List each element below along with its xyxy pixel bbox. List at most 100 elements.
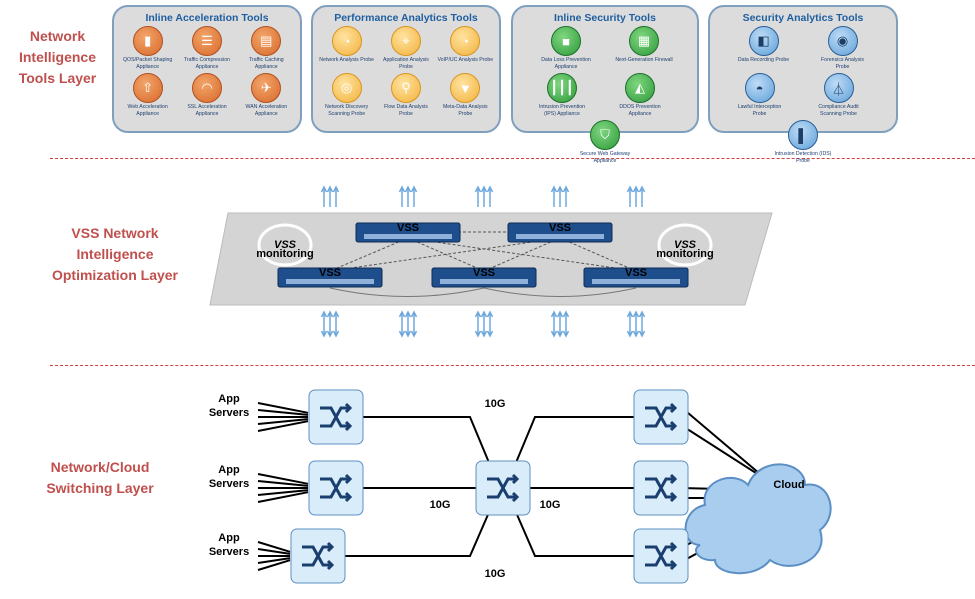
bidirectional-arrow-icon — [320, 310, 328, 338]
up-arrow-icon — [480, 185, 488, 207]
vss-logo: VSS — [674, 239, 697, 251]
app-servers-line: Servers — [209, 478, 249, 490]
toolbox-inline-security-tools: Inline Security Tools ■Data Loss Preventi… — [511, 5, 699, 164]
server-link — [257, 473, 309, 485]
tool-label: WAN Acceleration Appliance — [245, 104, 288, 117]
switch-icon — [290, 528, 346, 584]
tool-item: ◔Network Analysis Probe — [318, 26, 376, 71]
switch-icon — [308, 389, 364, 445]
up-arrow-icon — [626, 185, 634, 207]
cache-icon: ▤ — [251, 26, 282, 56]
switch-icon — [475, 460, 531, 516]
tool-item: ◠SSL Acceleration Appliance — [178, 73, 236, 118]
up-arrow-icon — [638, 185, 646, 207]
appliance-label: VSS — [319, 267, 341, 279]
bidirectional-arrow-icon — [626, 310, 634, 338]
server-link — [257, 559, 291, 571]
tool-label: Data Loss Prevention Appliance — [541, 57, 591, 70]
cloud-icon — [684, 463, 832, 575]
tool-label: Traffic Compression Appliance — [183, 57, 231, 70]
toolbox-performance-analytics-tools: Performance Analytics Tools◔Network Anal… — [311, 5, 501, 133]
tool-label: Network Analysis Probe — [319, 57, 375, 63]
dashed-link — [483, 237, 561, 272]
up-arrow-icon — [486, 185, 494, 207]
switch-icon — [308, 460, 364, 516]
magnifier-icon: ⚲ — [390, 73, 421, 103]
appliance-label: VSS — [397, 222, 419, 234]
vss-logo-sub: monitoring — [256, 248, 313, 260]
tool-item: ▼Meta-Data Analysis Probe — [436, 73, 494, 118]
tool-label: Forensics Analysis Probe — [821, 57, 864, 70]
server-link — [257, 489, 309, 496]
cloud-link — [680, 406, 761, 475]
toolbox-title: Security Analytics Tools — [742, 12, 864, 24]
bidirectional-arrow-icon — [326, 310, 334, 338]
up-arrow-icon — [404, 185, 412, 207]
firewall-icon: ▦ — [629, 26, 659, 56]
up-arrow-icon — [556, 185, 564, 207]
appliance-ports — [516, 234, 604, 239]
up-arrow-icon — [632, 185, 640, 207]
tool-item: ◎Network Discovery Scanning Probe — [318, 73, 376, 118]
gate-icon: ▌ — [788, 120, 818, 150]
cloud-link — [680, 424, 771, 483]
tool-item: ⛉Secure Web Gateway Appliance — [576, 120, 634, 165]
server-link — [257, 548, 291, 555]
tool-label: Flow Data Analysis Probe — [384, 104, 428, 117]
tool-item: ⚲Flow Data Analysis Probe — [377, 73, 435, 118]
vss-logo-ring — [657, 223, 713, 267]
tool-label: SSL Acceleration Appliance — [187, 104, 227, 117]
switch-icon — [633, 528, 689, 584]
bidirectional-arrow-icon — [486, 310, 494, 338]
tool-label: Traffic Caching Appliance — [249, 57, 284, 70]
switch-icon — [633, 460, 689, 516]
up-arrow-icon — [410, 185, 418, 207]
tool-item: ◭DDOS Prevention Appliance — [611, 73, 669, 118]
vss-appliance: VSS — [355, 222, 461, 243]
dashed-link — [329, 237, 409, 272]
appliance-ports — [364, 234, 452, 239]
tool-item: ☰Traffic Compression Appliance — [178, 26, 236, 71]
server-link — [257, 557, 291, 564]
toolbox-title: Inline Security Tools — [554, 12, 656, 24]
app-servers-line: App — [218, 464, 240, 476]
traffic-light-icon: ▮ — [132, 26, 163, 56]
bidirectional-arrow-icon — [474, 310, 482, 338]
tool-item: ■Data Loss Prevention Appliance — [537, 26, 595, 71]
switch-arrows — [302, 541, 335, 571]
link-speed-label: 10G — [540, 499, 561, 511]
solid-link — [329, 287, 637, 297]
dashed-link — [559, 237, 637, 272]
server-link — [257, 491, 309, 503]
vss-appliance: VSS — [583, 267, 689, 288]
tool-label: Next-Generation Firewall — [615, 57, 673, 63]
airplane-icon: ✈ — [251, 73, 282, 103]
dashed-link — [329, 237, 561, 272]
fingerprint-icon: ◉ — [827, 26, 858, 56]
tool-label: Compliance Audit Scanning Probe — [818, 104, 859, 117]
tower-icon: ⏃ — [823, 73, 854, 103]
vss-logo-ring — [257, 223, 313, 267]
bidirectional-arrow-icon — [332, 310, 340, 338]
toolbox-title: Inline Acceleration Tools — [145, 12, 269, 24]
tool-label: VoIP/UC Analysis Probe — [437, 57, 494, 63]
spartan-helmet-icon: ◭ — [625, 73, 655, 103]
cloud-label: Cloud — [773, 479, 804, 491]
tool-item: ⇧Web Acceleration Appliance — [119, 73, 177, 118]
switch-arrows — [645, 402, 678, 432]
vss-logo: VSS — [274, 239, 297, 251]
tool-item: ┃┃┃Intrusion Prevention (IPS) Appliance — [533, 73, 591, 118]
switch-arrows — [645, 473, 678, 503]
fence-icon: ┃┃┃ — [547, 73, 577, 103]
bidirectional-arrow-icon — [550, 310, 558, 338]
tool-label: Data Recording Probe — [737, 57, 790, 63]
tool-label: DDOS Prevention Appliance — [619, 104, 661, 117]
tool-item: ◧Data Recording Probe — [735, 26, 793, 71]
link-speed-label: 10G — [485, 398, 506, 410]
toolbox-security-analytics-tools: Security Analytics Tools ◧Data Recording … — [708, 5, 898, 164]
gauge-icon: ◔ — [450, 26, 481, 56]
toolbox-title: Performance Analytics Tools — [334, 12, 478, 24]
app-servers-line: App — [218, 393, 240, 405]
up-arrow-icon — [398, 185, 406, 207]
